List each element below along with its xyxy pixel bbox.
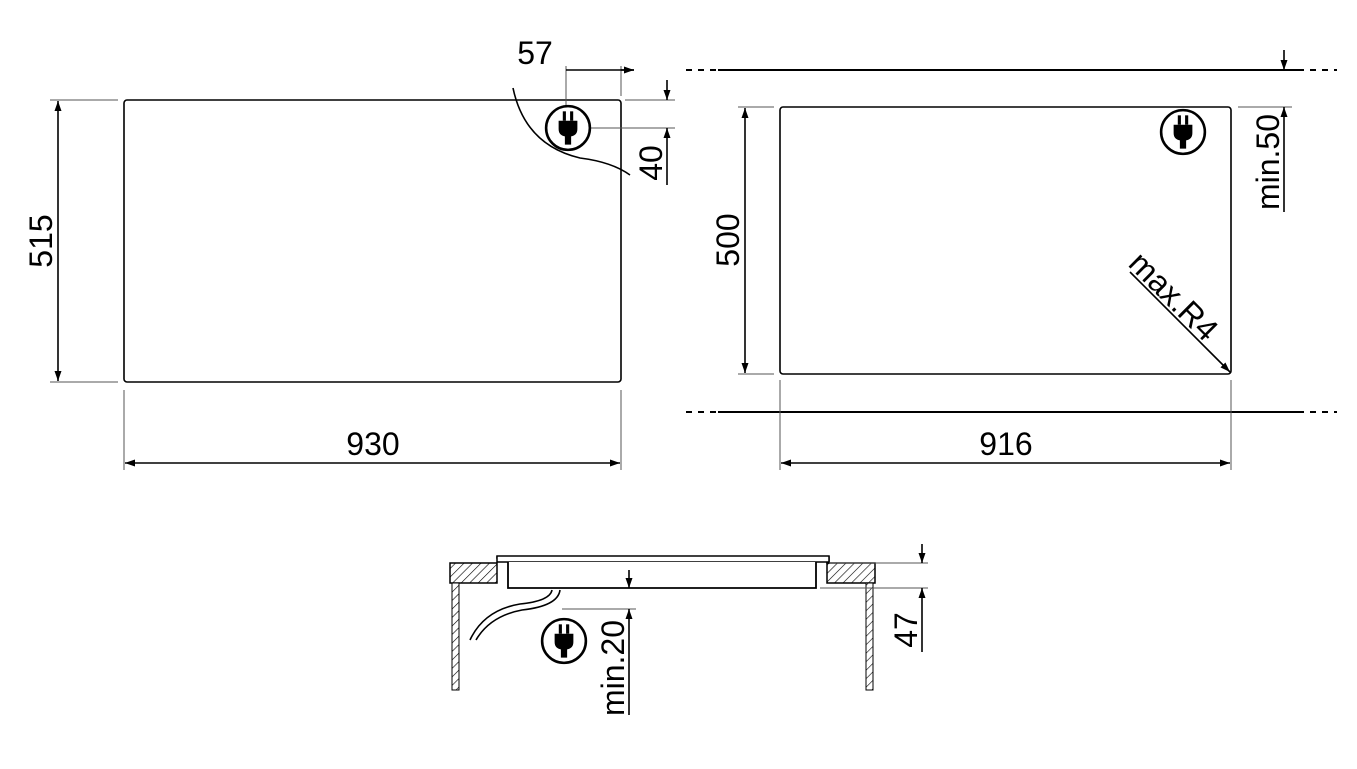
cabinet-wall-right (865, 582, 874, 691)
min20-label: min.20 (595, 620, 631, 716)
plug-zone-curve (512, 87, 631, 176)
thickness-label: 47 (888, 612, 924, 648)
worktop-left (449, 562, 498, 584)
radius-leader-line (1129, 271, 1231, 373)
plug-icon (544, 104, 592, 152)
depth-label: 515 (23, 214, 59, 267)
section-view: 47 min.20 (449, 544, 928, 716)
hob-outline (123, 99, 622, 383)
cutout-depth-label: 500 (710, 213, 746, 266)
cutout-width-label: 916 (979, 426, 1032, 462)
clearance-label: min.50 (1250, 114, 1286, 210)
hob-top-view: 515 930 57 40 (23, 35, 675, 470)
cabinet-wall-left (451, 582, 460, 691)
cutout-plug-icon (1159, 108, 1207, 156)
width-label: 930 (346, 426, 399, 462)
section-plug-icon (540, 617, 588, 665)
plug-offset-y-label: 40 (633, 145, 669, 181)
hob-glass-top (496, 555, 830, 563)
radius-label: max.R4 (1122, 244, 1225, 347)
plug-offset-x-label: 57 (517, 35, 553, 71)
worktop-right (826, 562, 876, 584)
hob-body (507, 562, 817, 589)
power-cable (469, 589, 553, 641)
cutout-outline (779, 106, 1232, 375)
cutout-view: 500 916 min.50 max.R4 (686, 50, 1337, 470)
